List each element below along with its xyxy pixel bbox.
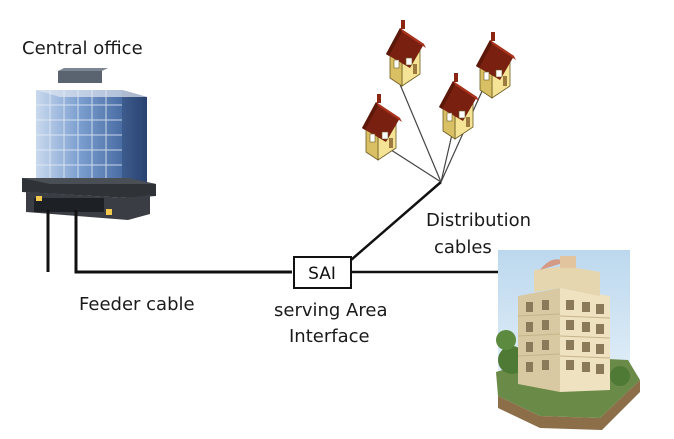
distribution-cables-line2: cables [434, 237, 492, 258]
sai-description-line2: Interface [289, 326, 370, 347]
sai-box-label: SAI [308, 264, 336, 284]
office-building-icon [22, 68, 156, 220]
central-office-label: Central office [22, 38, 143, 59]
feeder-cable-line [46, 210, 292, 274]
house-icon [361, 93, 403, 161]
sai-description-line1: serving Area [274, 300, 388, 321]
apartment-building-icon [496, 250, 640, 430]
house-icon [475, 31, 517, 99]
house-icon [438, 72, 480, 140]
house-icon [385, 19, 427, 87]
distribution-cables-line1: Distribution [426, 210, 532, 231]
sai-box: SAI [293, 256, 352, 289]
feeder-cable-label: Feeder cable [79, 294, 195, 315]
distribution-cable-lines [350, 181, 498, 274]
